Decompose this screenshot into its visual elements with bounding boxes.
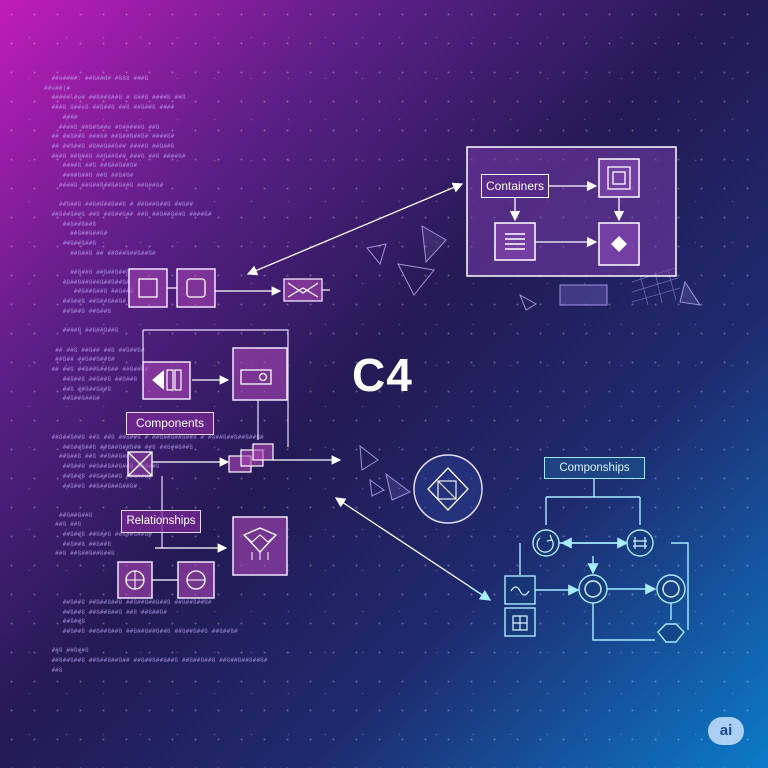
- ai-badge: ai: [708, 717, 744, 745]
- containers-panel: [466, 146, 677, 277]
- componships-label: Componships: [544, 457, 645, 479]
- left-top-row: [128, 268, 330, 308]
- code-listing: ##e####: ##8##d# #888 ###8 ##e##|# #####…: [44, 74, 389, 714]
- left-lower-group: [117, 443, 342, 599]
- c4-title: C4: [352, 349, 413, 401]
- containers-label: Containers: [481, 174, 549, 198]
- container-list-box: [494, 222, 536, 261]
- container-nested-square-box: [598, 158, 640, 198]
- component-emblem: [413, 454, 483, 524]
- relationships-label: Relationships: [121, 510, 201, 533]
- components-label: Components: [126, 412, 214, 435]
- relationship-arrow-bottom: [334, 497, 491, 601]
- code-lines: ##e####: ##8##d# #888 ###8 ##e##|# #####…: [44, 75, 268, 674]
- blue-flow-diagram: [504, 479, 689, 643]
- left-middle-group: [142, 329, 289, 447]
- decorative-panel: [559, 284, 608, 306]
- relationship-arrow-top: [246, 182, 464, 276]
